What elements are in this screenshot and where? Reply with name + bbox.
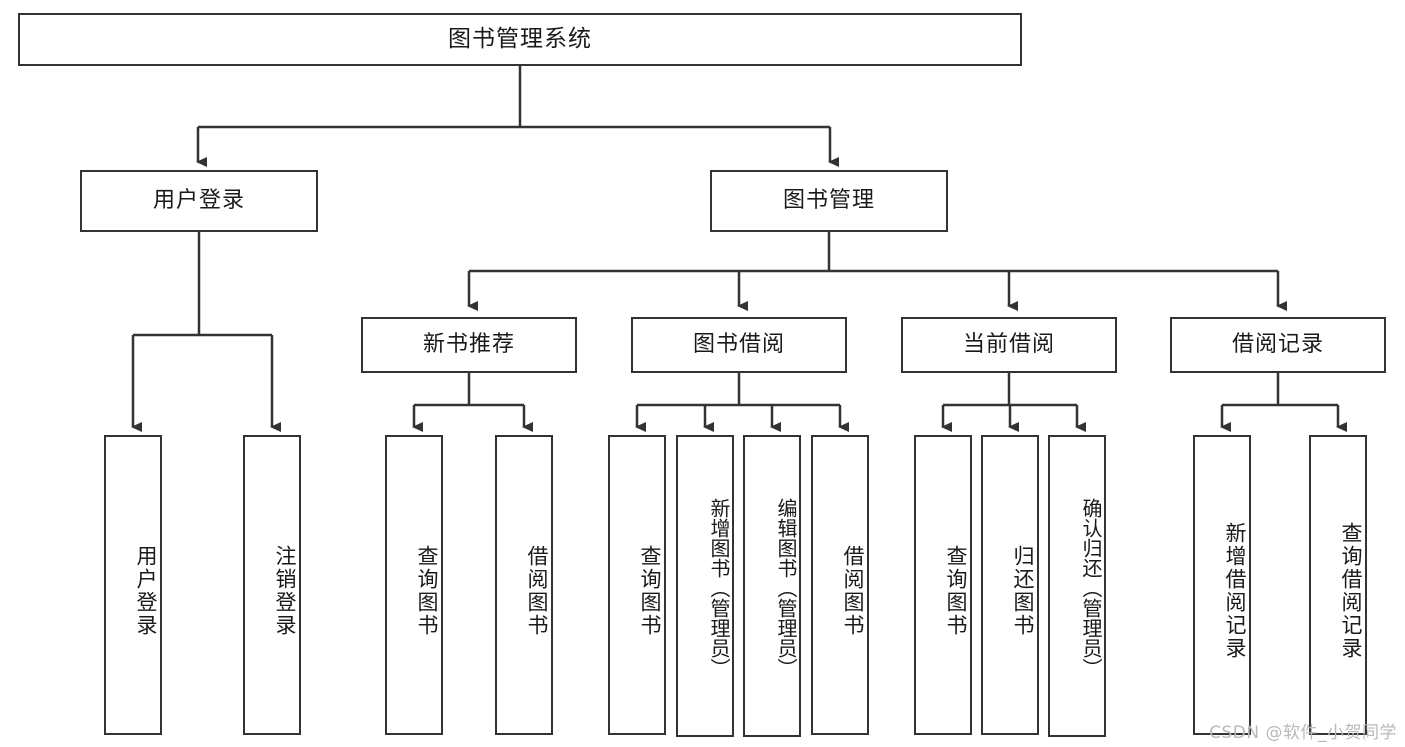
leaf-label: 查询图书 [415, 545, 439, 637]
leaf-label: 查询借阅记录 [1339, 522, 1363, 660]
node-current-borrowing[interactable]: 当前借阅 [901, 317, 1117, 373]
leaf-label: 借阅图书 [525, 545, 549, 637]
csdn-watermark: CSDN @软件_小贺同学 [1209, 723, 1397, 743]
node-borrowing-records[interactable]: 借阅记录 [1170, 317, 1386, 373]
node-root-system[interactable]: 图书管理系统 [18, 13, 1022, 66]
leaf-label: 新增借阅记录 [1223, 522, 1247, 660]
leaf-label: 编辑图书（管理员） [774, 498, 798, 678]
leaf-label: 注销登录 [273, 545, 297, 637]
node-user-login[interactable]: 用户登录 [80, 170, 318, 232]
leaf-label: 借阅图书 [841, 545, 865, 637]
leaf-add-book-admin[interactable]: 新增图书（管理员） [676, 435, 734, 737]
leaf-label: 查询图书 [944, 545, 968, 637]
leaf-borrow-book-new[interactable]: 借阅图书 [495, 435, 553, 735]
node-new-book-recommendation[interactable]: 新书推荐 [361, 317, 577, 373]
leaf-edit-book-admin[interactable]: 编辑图书（管理员） [743, 435, 801, 737]
node-book-borrowing[interactable]: 图书借阅 [631, 317, 847, 373]
leaf-query-book-borrow[interactable]: 查询图书 [608, 435, 666, 735]
node-book-management[interactable]: 图书管理 [710, 170, 948, 232]
leaf-label: 确认归还（管理员） [1079, 498, 1103, 678]
leaf-return-book[interactable]: 归还图书 [981, 435, 1039, 735]
leaf-label: 查询图书 [638, 545, 662, 637]
leaf-logout[interactable]: 注销登录 [243, 435, 301, 735]
leaf-borrow-book[interactable]: 借阅图书 [811, 435, 869, 735]
leaf-user-login[interactable]: 用户登录 [104, 435, 162, 735]
leaf-add-borrow-record[interactable]: 新增借阅记录 [1193, 435, 1251, 735]
leaf-query-borrow-record[interactable]: 查询借阅记录 [1309, 435, 1367, 735]
leaf-label: 用户登录 [134, 545, 158, 637]
leaf-confirm-return-admin[interactable]: 确认归还（管理员） [1048, 435, 1106, 737]
leaf-label: 归还图书 [1011, 545, 1035, 637]
leaf-query-book-new[interactable]: 查询图书 [385, 435, 443, 735]
leaf-label: 新增图书（管理员） [707, 498, 731, 678]
leaf-query-book-current[interactable]: 查询图书 [914, 435, 972, 735]
